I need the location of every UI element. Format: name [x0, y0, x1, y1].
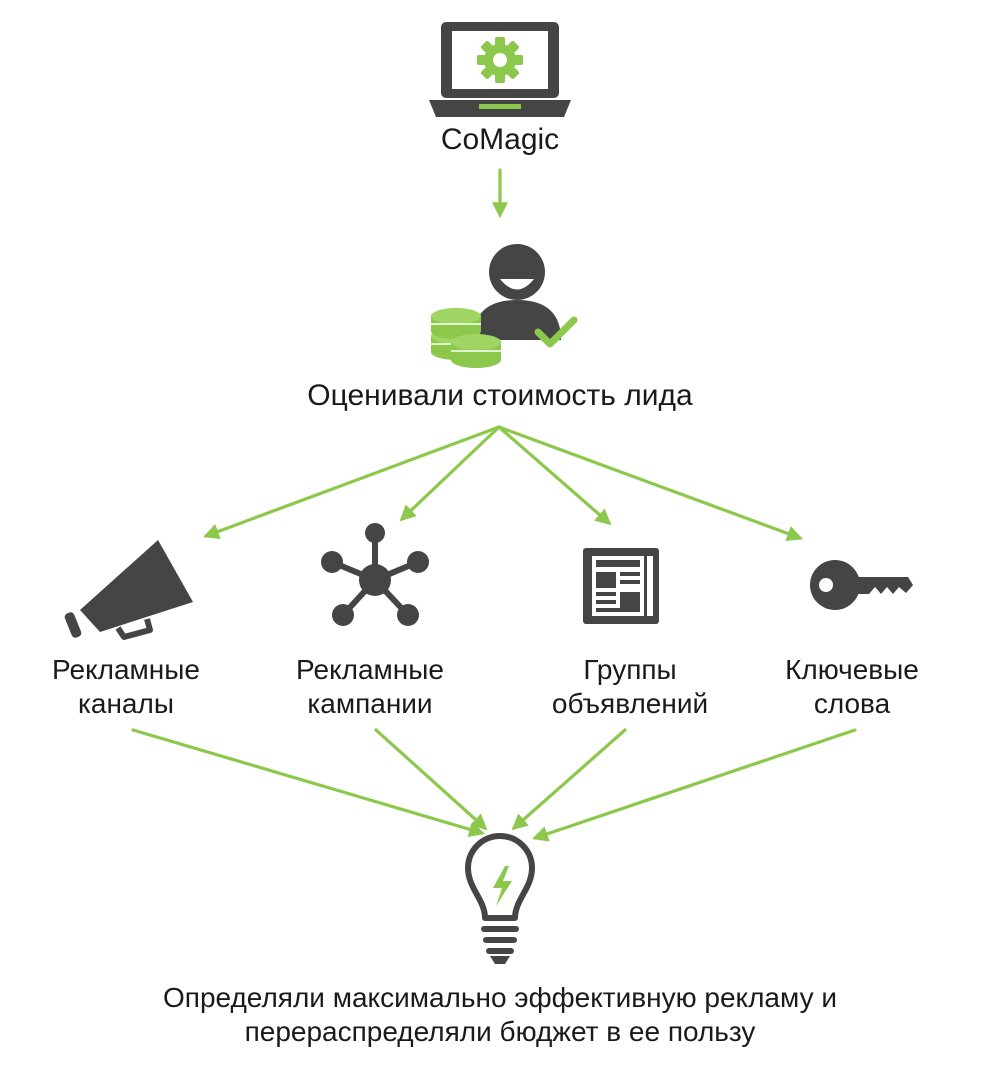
key-icon — [810, 560, 913, 610]
result-line2: перераспределяли бюджет в ее пользу — [244, 1016, 756, 1047]
newspaper-icon — [583, 548, 659, 624]
category-line1: Группы — [583, 654, 677, 685]
lightbulb-icon — [465, 833, 535, 964]
arrow-adgroups-to-result — [511, 728, 627, 831]
result-line1: Определяли максимально эффективную рекла… — [163, 982, 837, 1013]
category-line2: слова — [813, 688, 891, 719]
arrow-campaigns-to-result — [374, 728, 488, 831]
category-label-campaigns: Рекламные кампании — [270, 653, 470, 721]
category-line2: кампании — [307, 688, 433, 719]
result-label: Определяли максимально эффективную рекла… — [50, 981, 950, 1049]
category-line1: Ключевые — [785, 654, 919, 685]
category-label-keywords: Ключевые слова — [752, 653, 952, 721]
arrow-channels-to-result — [131, 728, 486, 838]
person-coins-check-icon — [431, 244, 578, 368]
arrow-lead-to-campaigns — [399, 425, 501, 522]
lead-label: Оценивали стоимость лида — [307, 379, 693, 412]
arrow-lead-to-channels — [203, 425, 501, 540]
category-label-adgroups: Группы объявлений — [520, 653, 740, 721]
source-label: CoMagic — [440, 123, 560, 156]
network-hub-icon — [321, 523, 429, 626]
arrow-lead-to-adgroups — [497, 425, 612, 526]
arrows — [131, 168, 857, 842]
category-line1: Рекламные — [52, 654, 200, 685]
category-label-channels: Рекламные каналы — [26, 653, 226, 721]
coins-icon — [431, 308, 501, 368]
arrow-lead-to-keywords — [497, 425, 804, 542]
category-line1: Рекламные — [296, 654, 444, 685]
gear-icon — [477, 37, 523, 83]
lightning-icon — [493, 866, 512, 906]
laptop-gear-icon — [429, 22, 571, 117]
megaphone-icon — [64, 540, 193, 640]
arrow-keywords-to-result — [531, 728, 857, 842]
category-line2: каналы — [78, 688, 174, 719]
category-line2: объявлений — [551, 688, 709, 719]
check-icon — [534, 316, 578, 348]
